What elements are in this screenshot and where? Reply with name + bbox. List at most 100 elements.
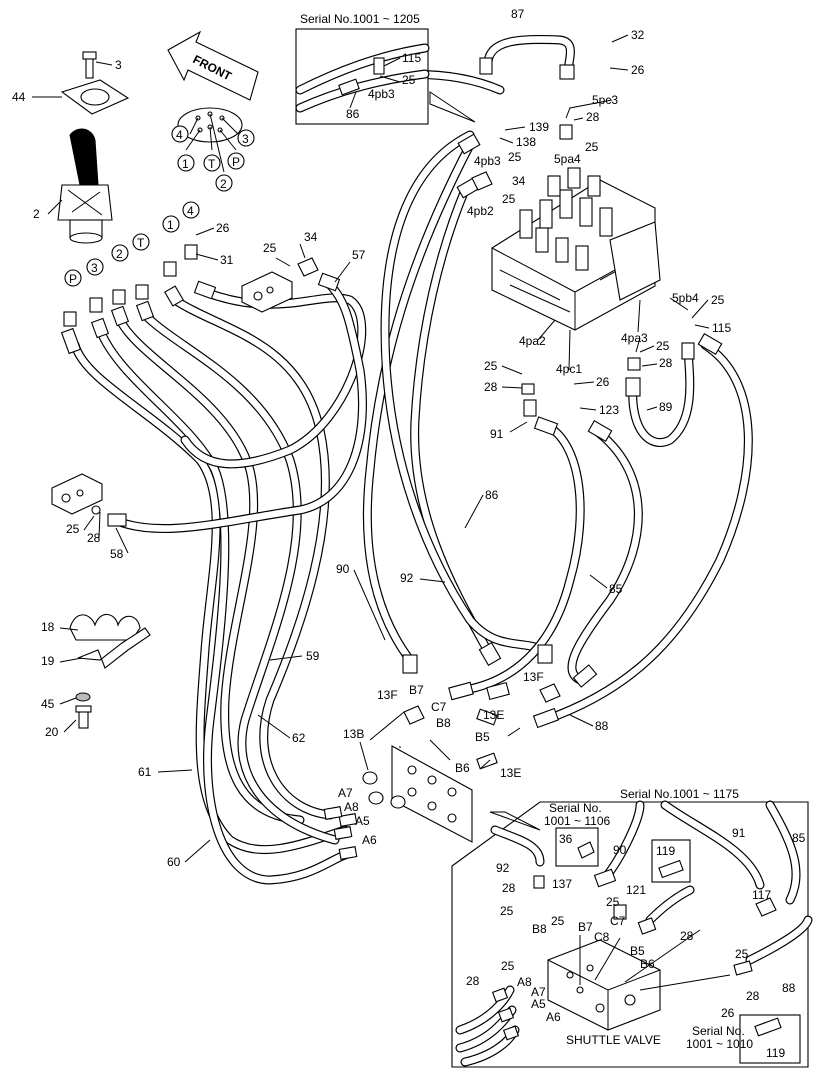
leader-lines (32, 34, 710, 863)
callout-59: 59 (306, 649, 320, 663)
inset-footer-part: 119 (766, 1046, 785, 1060)
callout-25h: 25 (66, 522, 80, 536)
callout-labels: 3 44 2 26 31 25 34 57 87 32 26 5pc3 139 … (12, 7, 806, 1024)
inset-top-title: Serial No.1001 ~ 1205 (300, 12, 420, 26)
inset-callout-25c: 25 (606, 895, 620, 909)
front-arrow: FRONT (167, 30, 259, 101)
callout-B8: B8 (436, 716, 451, 730)
callout-28: 28 (586, 110, 600, 124)
inset-callout-88: 88 (782, 981, 796, 995)
callout-26b: 26 (631, 63, 645, 77)
callout-139: 139 (529, 120, 549, 134)
inset-caption: SHUTTLE VALVE (566, 1033, 661, 1047)
inset-callout-25d: 25 (735, 947, 749, 961)
callout-C7: C7 (431, 700, 447, 714)
inset-callout-28: 28 (502, 881, 516, 895)
callout-18: 18 (41, 620, 55, 634)
inset-bottom: Serial No.1001 ~ 1175 Serial No. 1001 ~ … (451, 787, 813, 1068)
inset-callout-117: 117 (752, 888, 771, 902)
inset-callout-85: 85 (792, 831, 806, 845)
inset-top-label-4pb3: 4pb3 (368, 87, 395, 101)
callout-4pa2: 4pa2 (519, 334, 546, 348)
callout-B6: B6 (455, 761, 470, 775)
inset-callout-B7: B7 (578, 920, 593, 934)
callout-2: 2 (33, 207, 40, 221)
inset-callout-C8: C8 (594, 930, 610, 944)
inset-bottom-subtitle-2: 1001 ~ 1106 (544, 814, 611, 828)
hose-badge-2: 2 (116, 247, 123, 261)
callout-13F: 13F (377, 688, 398, 702)
fitting-group (60, 57, 723, 860)
inset-top-label-115: 115 (402, 51, 421, 65)
port-badge-T: T (208, 157, 216, 171)
inset-callout-92: 92 (496, 861, 510, 875)
hose-badge-P: P (69, 272, 77, 286)
callout-5pb4: 5pb4 (672, 291, 699, 305)
inset-callout-25: 25 (500, 904, 514, 918)
callout-A5: A5 (355, 814, 370, 828)
inset-bottom-title: Serial No.1001 ~ 1175 (620, 787, 739, 801)
bracket (69, 613, 151, 729)
callout-5pc3: 5pc3 (592, 93, 618, 107)
callout-A6: A6 (362, 833, 377, 847)
callout-60: 60 (167, 855, 181, 869)
callout-13E: 13E (483, 708, 504, 722)
callout-89: 89 (659, 400, 673, 414)
inset-part-119-top: 119 (656, 844, 675, 858)
inset-top-label-86: 86 (346, 107, 360, 121)
inset-callout-A6: A6 (546, 1010, 561, 1024)
inset-callout-91: 91 (732, 826, 746, 840)
callout-31: 31 (220, 253, 234, 267)
joystick-assembly (57, 51, 130, 244)
callout-13B: 13B (343, 727, 364, 741)
hose-badge-1: 1 (167, 218, 174, 232)
callout-A8: A8 (344, 800, 359, 814)
inset-callout-A5: A5 (531, 997, 546, 1011)
callout-4pa3: 4pa3 (621, 331, 648, 345)
callout-25e: 25 (711, 293, 725, 307)
callout-87: 87 (511, 7, 525, 21)
inset-footer-line-2: 1001 ~ 1010 (686, 1037, 753, 1051)
inset-callout-A7: A7 (531, 985, 546, 999)
inset-footer-line-1: Serial No. (692, 1024, 745, 1038)
inset-callout-137: 137 (552, 877, 572, 891)
inset-top: Serial No.1001 ~ 1205 115 25 4pb3 86 (295, 12, 476, 125)
callout-5pa4: 5pa4 (554, 152, 581, 166)
hose-end-badges: P 3 2 T 1 4 (64, 201, 200, 287)
callout-26c: 26 (596, 375, 610, 389)
callout-34b: 34 (512, 174, 526, 188)
shuttle-plate (362, 683, 561, 843)
callout-3: 3 (115, 58, 122, 72)
callout-57: 57 (352, 248, 366, 262)
callout-B5: B5 (475, 730, 490, 744)
callout-25f: 25 (656, 339, 670, 353)
callout-4pb3: 4pb3 (474, 154, 501, 168)
callout-25d: 25 (502, 192, 516, 206)
callout-13F-b: 13F (523, 670, 544, 684)
callout-25: 25 (263, 241, 277, 255)
callout-115: 115 (712, 321, 731, 335)
inset-callout-90: 90 (613, 843, 627, 857)
callout-32: 32 (631, 28, 645, 42)
callout-25c: 25 (585, 140, 599, 154)
control-valve (491, 167, 661, 331)
hose-badge-4: 4 (187, 204, 194, 218)
callout-26: 26 (216, 221, 230, 235)
port-badge-4: 4 (176, 128, 183, 142)
callout-25b: 25 (508, 150, 522, 164)
hose-badge-3: 3 (91, 261, 98, 275)
inset-callout-25e: 25 (501, 959, 515, 973)
inset-callout-26: 26 (721, 1006, 735, 1020)
inset-callout-C7: C7 (610, 914, 626, 928)
inset-callout-28c: 28 (746, 989, 760, 1003)
callout-86: 86 (485, 488, 499, 502)
callout-13E-b: 13E (500, 766, 521, 780)
hose-group (70, 34, 753, 885)
callout-28b: 28 (659, 356, 673, 370)
callout-90: 90 (336, 562, 350, 576)
callout-138: 138 (516, 135, 536, 149)
inset-callout-28b: 28 (680, 929, 694, 943)
callout-A7: A7 (338, 786, 353, 800)
callout-85: 85 (609, 582, 623, 596)
